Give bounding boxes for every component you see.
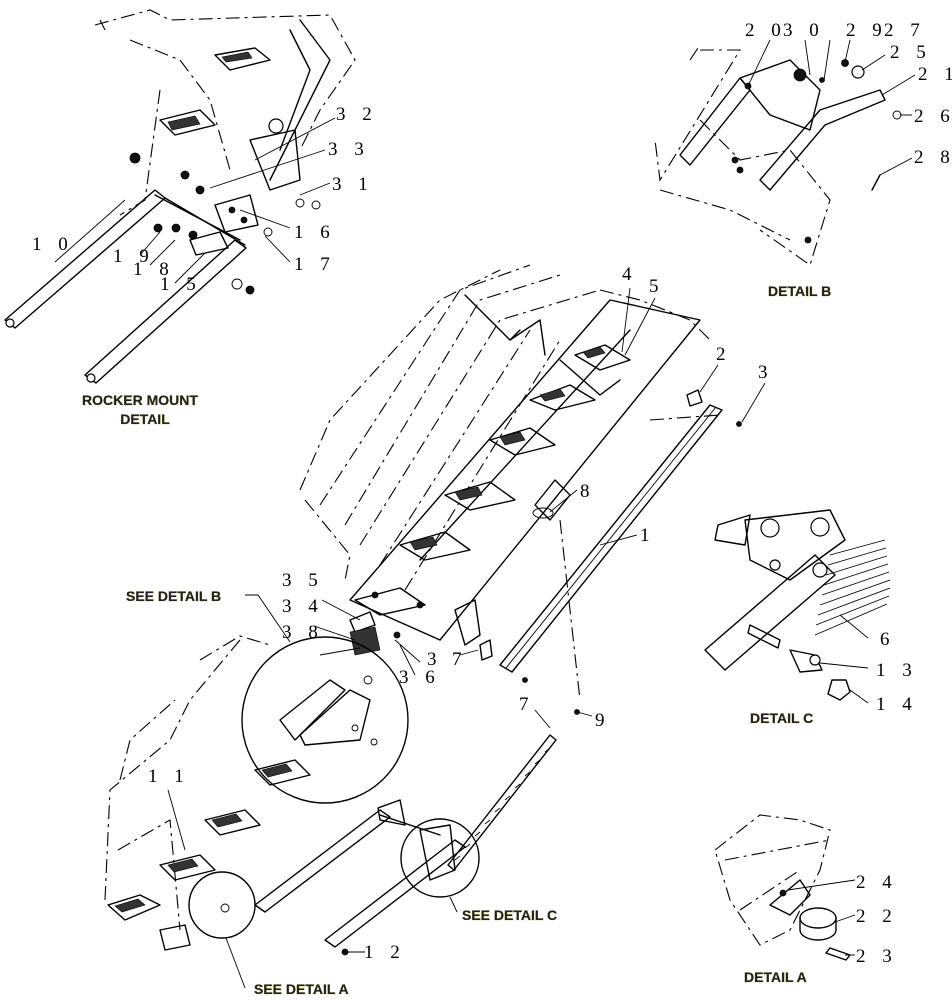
callout-21: 2 1 (918, 64, 952, 85)
callout-1: 1 (640, 525, 656, 546)
callout-18: 1 8 (133, 259, 175, 280)
callout-11: 1 1 (148, 766, 190, 787)
rocker-mount-title-line1: ROCKER MOUNT (82, 392, 198, 408)
detail-c (704, 509, 891, 704)
callout-33: 3 3 (328, 139, 370, 160)
callout-4: 4 (622, 264, 638, 285)
callout-9: 9 (595, 710, 611, 731)
callout-20: 2 0 (745, 20, 787, 41)
detail-a-title: DETAIL A (744, 969, 807, 985)
detail-c-title: DETAIL C (750, 710, 813, 726)
callout-29: 2 9 (846, 20, 888, 41)
see-detail-c-label: SEE DETAIL C (462, 907, 557, 923)
callout-27: 2 7 (884, 20, 926, 41)
callout-2: 2 (716, 344, 732, 365)
rocker-mount-title-line2: DETAIL (120, 411, 170, 427)
callout-16: 1 6 (294, 222, 336, 243)
callout-labels: 3 2 3 3 3 1 1 6 1 7 1 0 1 9 1 8 1 5 2 0 … (32, 20, 952, 967)
see-detail-b-label: SEE DETAIL B (126, 588, 221, 604)
callout-38: 3 8 (282, 622, 324, 643)
callout-3: 3 (758, 362, 774, 383)
detail-b (654, 39, 916, 266)
callout-7: 7 (519, 694, 535, 715)
callout-14: 1 4 (876, 694, 918, 715)
callout-22: 2 2 (856, 906, 898, 927)
detail-b-title: DETAIL B (768, 283, 831, 299)
callout-30: 3 0 (783, 20, 825, 41)
rocker-mount-detail (4, 9, 356, 384)
callout-15: 1 5 (160, 274, 202, 295)
callout-7a: 7 (452, 649, 468, 670)
callout-35: 3 5 (282, 570, 324, 591)
callout-34: 3 4 (282, 596, 324, 617)
callout-23: 2 3 (856, 946, 898, 967)
callout-3b: 3 (427, 649, 443, 670)
callout-31: 3 1 (332, 174, 374, 195)
callout-8: 8 (580, 481, 596, 502)
callout-28: 2 8 (914, 147, 952, 168)
callout-25: 2 5 (890, 42, 932, 63)
main-assembly (104, 264, 766, 989)
callout-17: 1 7 (294, 254, 336, 275)
callout-12: 1 2 (364, 942, 406, 963)
callout-26: 2 6 (914, 106, 952, 127)
detail-a (714, 814, 856, 961)
callout-19: 1 9 (113, 246, 155, 267)
detail-titles: ROCKER MOUNT DETAIL DETAIL B DETAIL C DE… (82, 283, 832, 997)
callout-24: 2 4 (856, 872, 898, 893)
callout-6: 6 (880, 629, 896, 650)
callout-10: 1 0 (32, 234, 74, 255)
callout-5: 5 (649, 276, 665, 297)
callout-36: 3 6 (399, 667, 441, 688)
callout-13: 1 3 (876, 660, 918, 681)
see-detail-a-label: SEE DETAIL A (254, 981, 349, 997)
callout-32: 3 2 (336, 104, 378, 125)
